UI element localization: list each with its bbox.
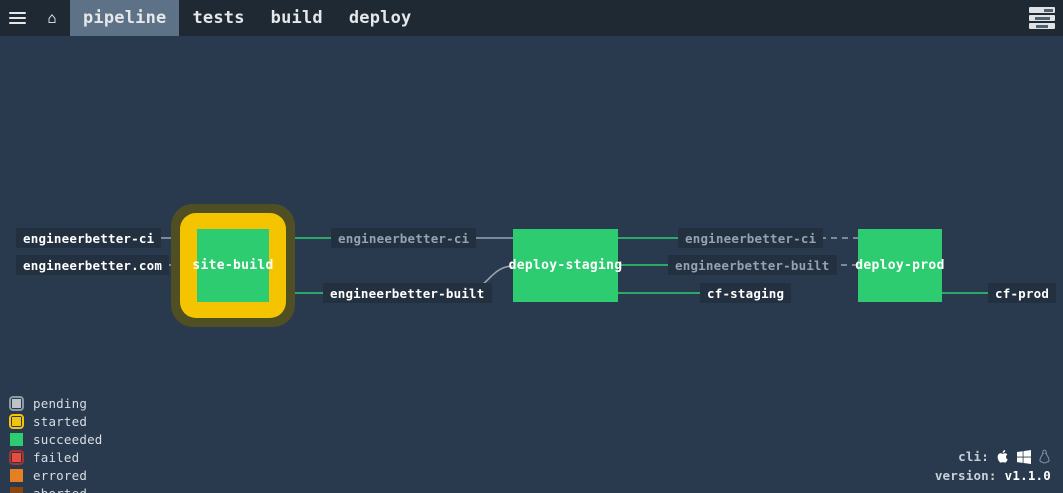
topbar-spacer xyxy=(424,0,1029,36)
hamburger-icon xyxy=(8,9,26,27)
legend-label-succeeded: succeeded xyxy=(33,431,103,447)
tab-build[interactable]: build xyxy=(270,8,323,28)
legend-label-aborted: aborted xyxy=(33,485,88,493)
apple-cli-link[interactable] xyxy=(997,449,1010,464)
legend-label-pending: pending xyxy=(33,395,88,411)
linux-icon xyxy=(1039,449,1050,464)
legend-swatch-failed xyxy=(9,449,24,465)
legend-swatch-succeeded xyxy=(9,432,24,447)
cli-label: cli: xyxy=(958,449,989,464)
legend-item-started: started xyxy=(9,412,103,430)
home-icon: ⌂ xyxy=(47,8,57,27)
legend-item-failed: failed xyxy=(9,448,103,466)
resource-label-engineerbetter-ci[interactable]: engineerbetter-ci xyxy=(16,228,162,248)
footer-info: cli: xyxy=(935,447,1051,485)
hamburger-menu-button[interactable] xyxy=(0,0,34,36)
linux-cli-link[interactable] xyxy=(1038,449,1051,464)
legend-swatch-started xyxy=(9,413,24,429)
version-value: v1.1.0 xyxy=(1004,468,1051,483)
resource-label-engineerbetter-ci-3[interactable]: engineerbetter-ci xyxy=(678,228,824,248)
legend-label-errored: errored xyxy=(33,467,88,483)
pipeline-groups-icon[interactable] xyxy=(1029,7,1055,29)
apple-icon xyxy=(997,449,1008,463)
home-button[interactable]: ⌂ xyxy=(34,0,70,36)
legend-label-started: started xyxy=(33,413,88,429)
legend-item-succeeded: succeeded xyxy=(9,430,103,448)
top-navigation-bar: ⌂ pipeline tests build deploy xyxy=(0,0,1063,36)
version-row: version: v1.1.0 xyxy=(935,466,1051,485)
legend-swatch-pending xyxy=(9,395,24,411)
windows-icon xyxy=(1017,449,1031,464)
resource-label-cf-prod[interactable]: cf-prod xyxy=(988,283,1057,303)
legend-swatch-errored xyxy=(9,468,24,483)
pipeline-canvas[interactable]: engineerbetter-ci engineerbetter.com sit… xyxy=(0,36,1063,493)
resource-label-engineerbetter-built-2[interactable]: engineerbetter-built xyxy=(668,255,837,275)
job-node-deploy-staging[interactable]: deploy-staging xyxy=(509,229,622,302)
job-node-site-build[interactable]: site-build xyxy=(192,229,273,302)
resource-label-engineerbetter-com[interactable]: engineerbetter.com xyxy=(16,255,170,275)
resource-label-engineerbetter-ci-2[interactable]: engineerbetter-ci xyxy=(331,228,477,248)
legend-item-pending: pending xyxy=(9,394,103,412)
tab-tests[interactable]: tests xyxy=(192,8,245,28)
tab-deploy[interactable]: deploy xyxy=(348,8,412,28)
resource-label-engineerbetter-built[interactable]: engineerbetter-built xyxy=(323,283,492,303)
tab-pipeline[interactable]: pipeline xyxy=(70,0,180,36)
cli-download-row: cli: xyxy=(935,447,1051,466)
cli-platform-links xyxy=(997,449,1051,464)
version-label: version: xyxy=(934,468,997,483)
legend-item-errored: errored xyxy=(9,466,103,484)
status-legend: pending started succeeded xyxy=(9,394,103,493)
legend-item-aborted: aborted xyxy=(9,484,103,493)
legend-label-failed: failed xyxy=(33,449,80,465)
legend-swatch-aborted xyxy=(9,486,24,493)
resource-label-cf-staging[interactable]: cf-staging xyxy=(700,283,792,303)
windows-cli-link[interactable] xyxy=(1017,449,1031,464)
job-node-deploy-prod[interactable]: deploy-prod xyxy=(855,229,944,302)
